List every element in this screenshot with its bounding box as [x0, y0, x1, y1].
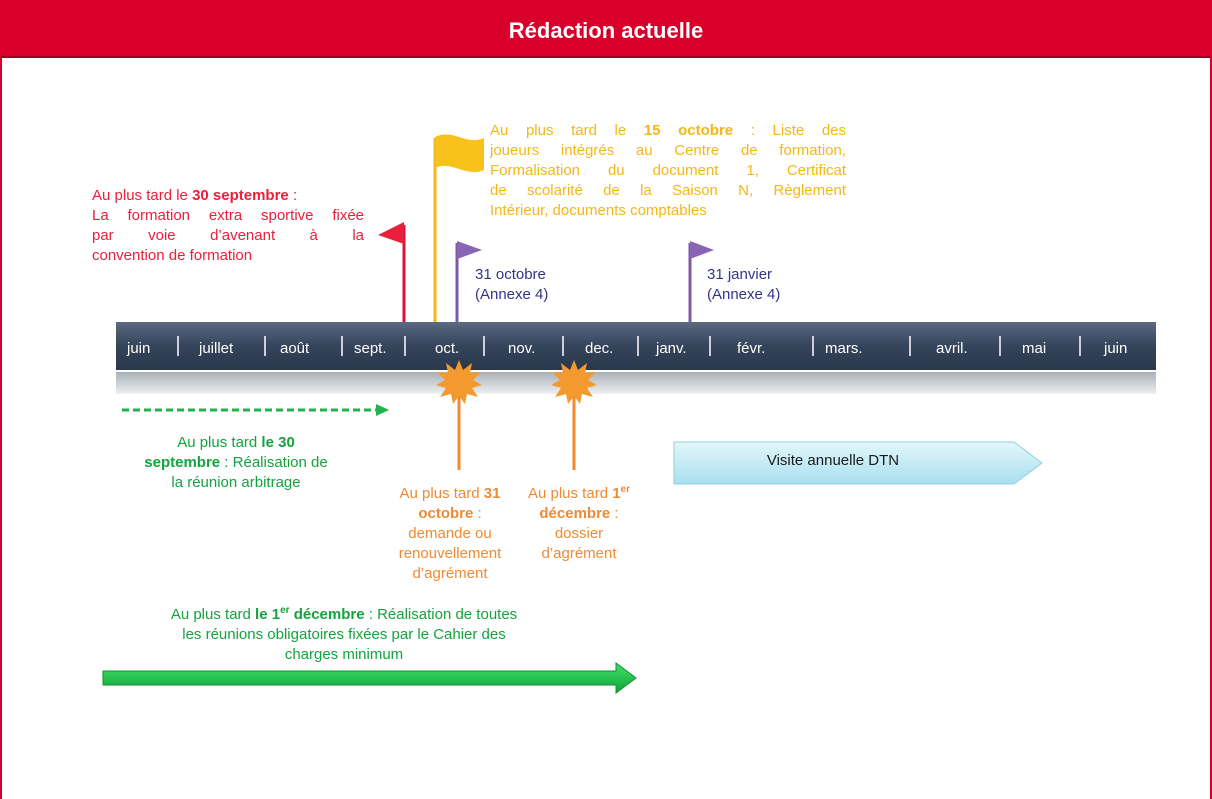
- note-31-octobre: 31 octobre (Annexe 4): [475, 266, 549, 303]
- visit-arrow-shape: [673, 441, 1043, 485]
- note-30-septembre: Au plus tard le 30 septembre : La format…: [92, 187, 364, 264]
- red-flag-icon: [378, 222, 406, 322]
- note-15-octobre: Au plus tard le 15 octobre : Liste des j…: [490, 122, 847, 219]
- purple-flag-icon-jan: [688, 241, 714, 322]
- visit-label: Visite annuelle DTN: [766, 452, 900, 469]
- month-label-mars: mars.: [825, 340, 863, 357]
- month-label-avril: avril.: [936, 340, 968, 357]
- timeline-bar: [116, 322, 1156, 370]
- month-label-dec: dec.: [585, 340, 614, 357]
- month-label-fevr: févr.: [737, 340, 766, 357]
- note-reunion-arbitrage: Au plus tard le 30 septembre : Réalisati…: [144, 434, 328, 491]
- month-label-sept: sept.: [354, 340, 387, 357]
- green-dashed-arrow: [122, 404, 389, 416]
- month-label-aout: août: [280, 340, 310, 357]
- note-demande-agrement: Au plus tard 31 octobre : demande ou ren…: [398, 485, 502, 582]
- month-label-oct: oct.: [435, 340, 460, 357]
- timeline-shadow: [116, 372, 1156, 394]
- note-31-janvier: 31 janvier (Annexe 4): [707, 266, 781, 303]
- month-label-juin-end: juin: [1104, 340, 1128, 357]
- month-label-janv: janv.: [656, 340, 687, 357]
- yellow-flag-icon: [433, 134, 484, 322]
- month-label-nov: nov.: [508, 340, 536, 357]
- header-bar: Rédaction actuelle: [0, 0, 1212, 58]
- note-reunions-obligatoires: Au plus tard le 1er décembre : Réalisati…: [170, 605, 518, 664]
- month-label-juin: juin: [127, 340, 151, 357]
- orange-burst-icon-dec: [551, 360, 597, 470]
- orange-burst-icon-oct: [436, 360, 482, 470]
- month-separators: [177, 336, 1081, 356]
- page-title: Rédaction actuelle: [508, 18, 704, 43]
- month-label-mai: mai: [1022, 340, 1047, 357]
- month-label-juillet: juillet: [199, 340, 234, 357]
- note-dossier-agrement: Au plus tard 1er décembre : dossier d’ag…: [527, 484, 630, 563]
- green-solid-arrow: [102, 662, 637, 694]
- purple-flag-icon-oct: [455, 241, 482, 322]
